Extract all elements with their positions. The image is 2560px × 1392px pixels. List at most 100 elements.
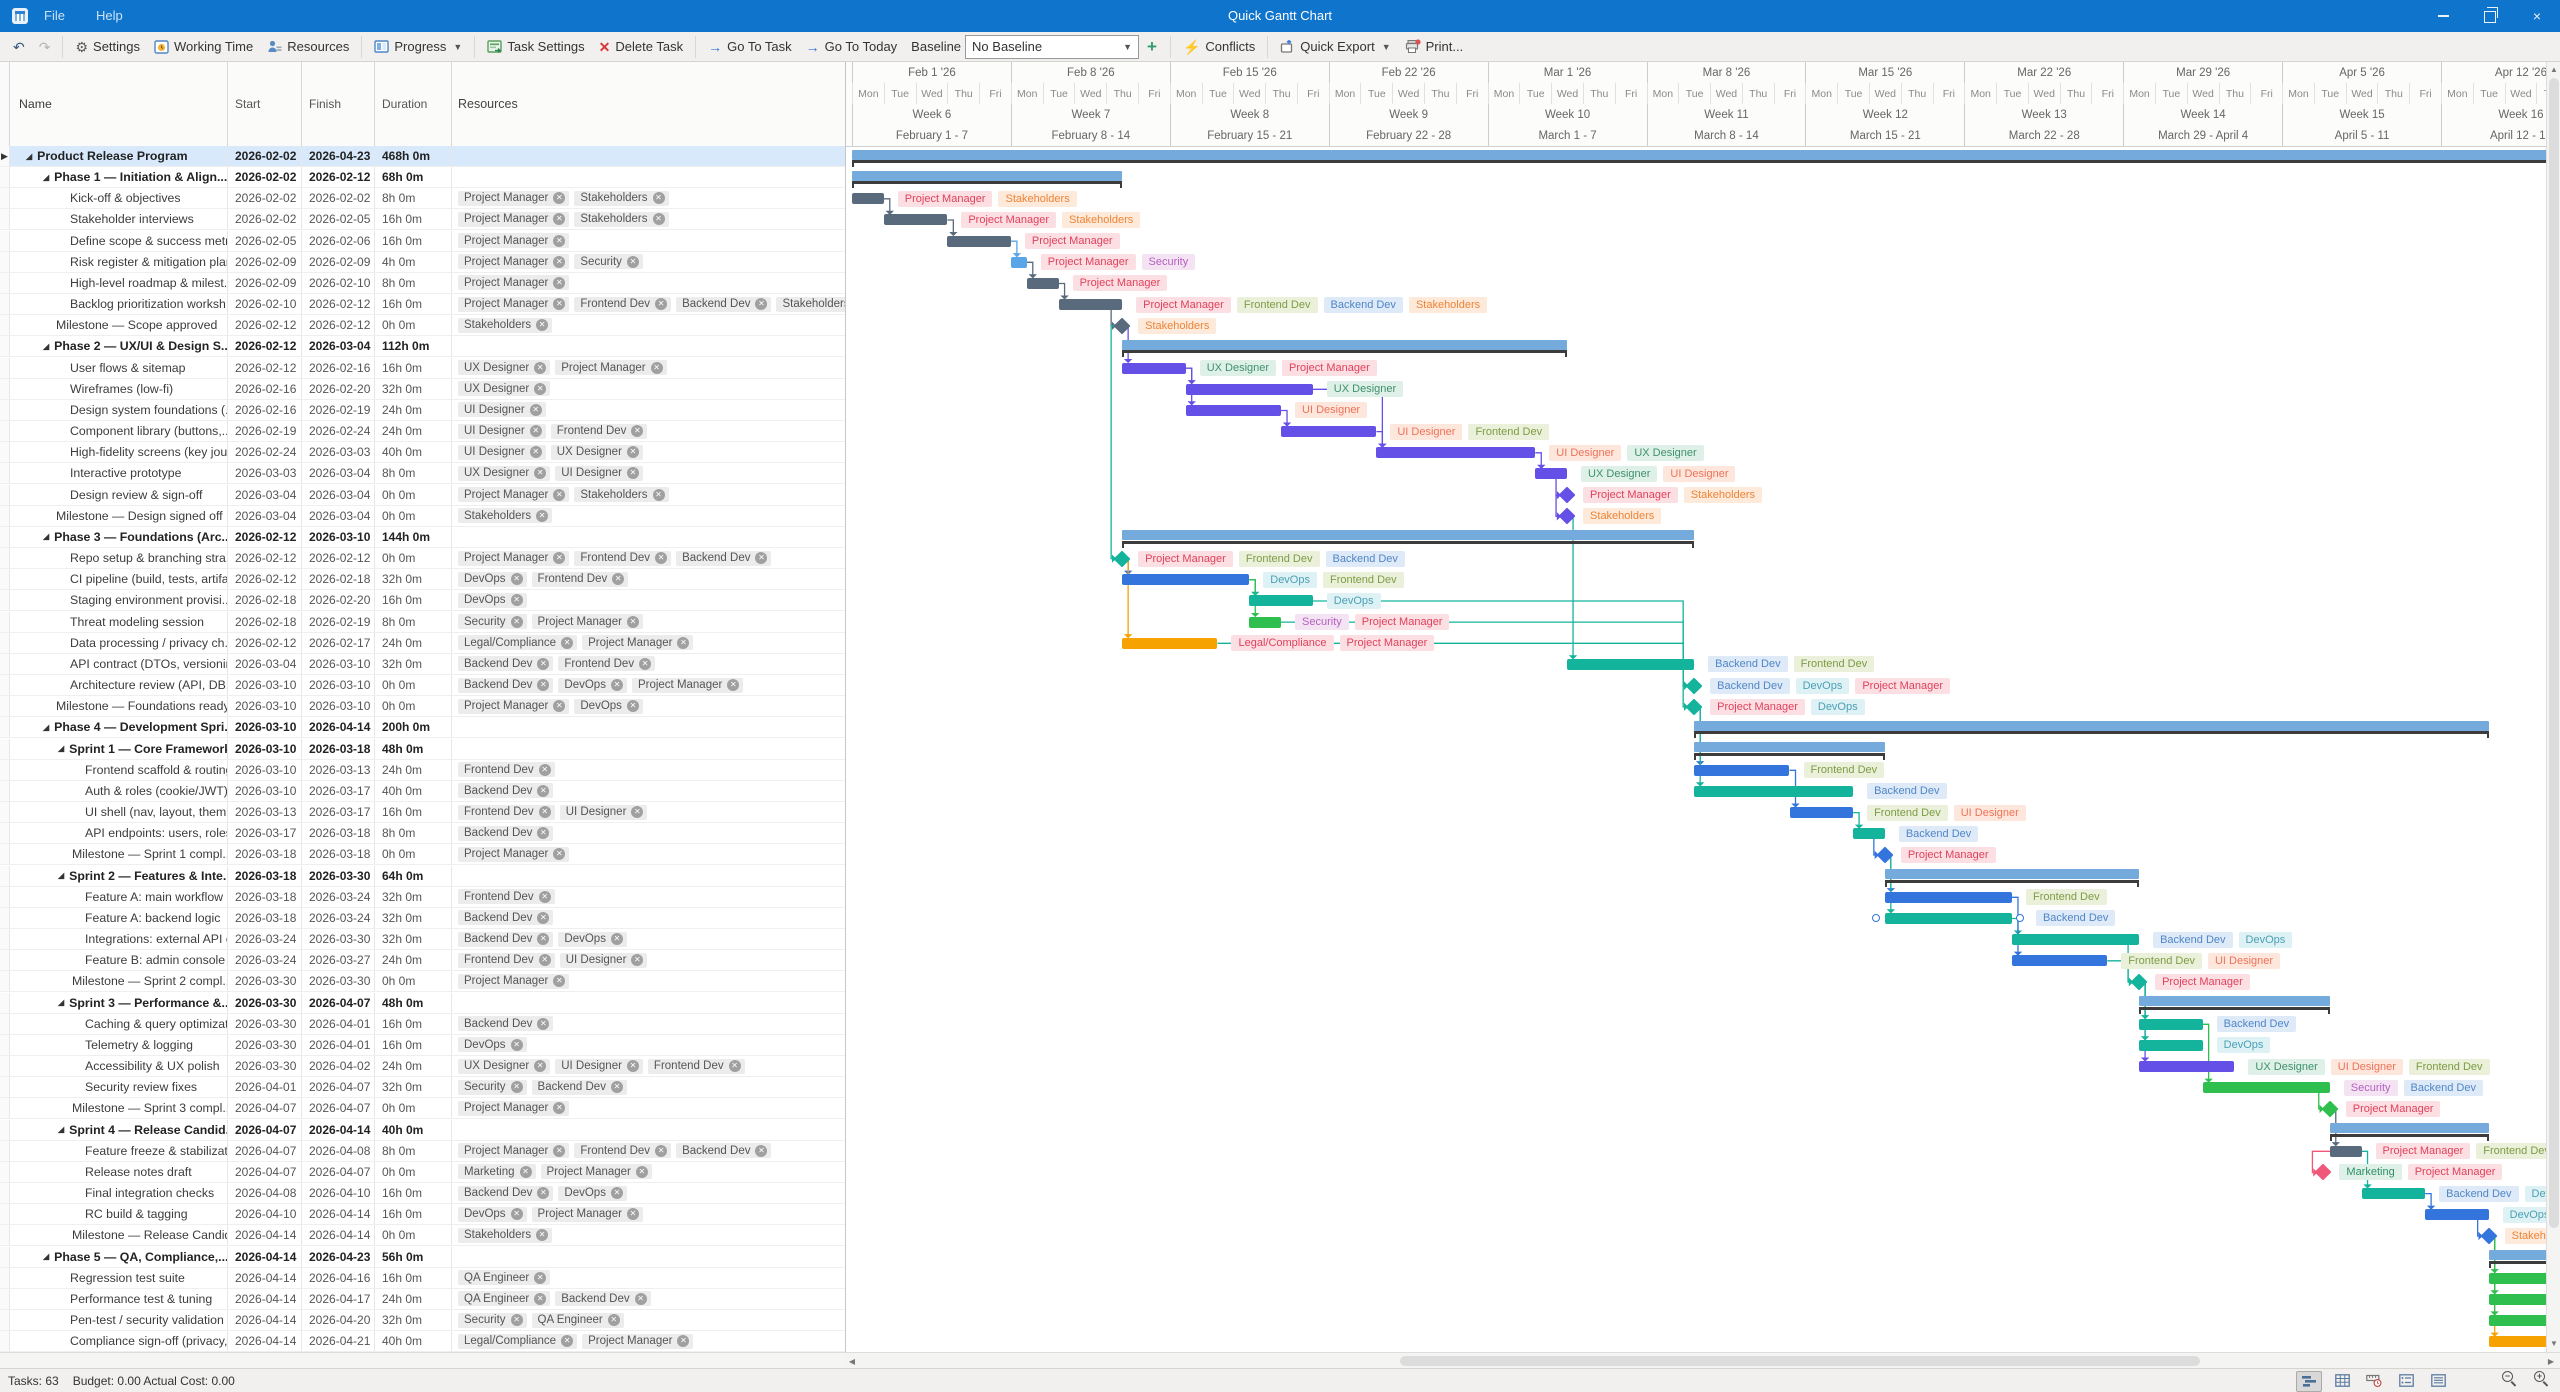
task-duration-cell[interactable]: 112h 0m	[375, 336, 452, 357]
collapse-arrow-icon[interactable]: ◢	[43, 341, 50, 351]
remove-resource-icon[interactable]: ✕	[755, 552, 768, 565]
remove-resource-icon[interactable]: ✕	[553, 975, 566, 988]
remove-resource-icon[interactable]: ✕	[652, 192, 665, 205]
task-finish-cell[interactable]: 2026-04-01	[302, 1013, 375, 1034]
task-name-cell[interactable]: Design review & sign-off	[10, 484, 228, 505]
task-finish-cell[interactable]: 2026-02-19	[302, 611, 375, 632]
task-start-cell[interactable]: 2026-03-04	[228, 505, 302, 526]
task-start-cell[interactable]: 2026-03-30	[228, 1034, 302, 1055]
remove-resource-icon[interactable]: ✕	[510, 1314, 523, 1327]
task-duration-cell[interactable]: 24h 0m	[375, 421, 452, 442]
remove-resource-icon[interactable]: ✕	[631, 806, 644, 819]
table-row[interactable]: ◢Phase 1 — Initiation & Align...2026-02-…	[0, 167, 845, 189]
task-finish-cell[interactable]: 2026-04-02	[302, 1056, 375, 1077]
task-start-cell[interactable]: 2026-03-04	[228, 653, 302, 674]
task-name-cell[interactable]: Milestone — Foundations ready	[10, 696, 228, 717]
working-time-view-button[interactable]	[2362, 1371, 2386, 1390]
task-start-cell[interactable]: 2026-02-24	[228, 442, 302, 463]
milestone-diamond[interactable]	[1113, 550, 1131, 568]
task-duration-cell[interactable]: 16h 0m	[375, 1204, 452, 1225]
task-bar[interactable]	[2488, 1336, 2547, 1348]
task-duration-cell[interactable]: 16h 0m	[375, 590, 452, 611]
task-name-cell[interactable]: Milestone — Release Candidate	[10, 1225, 228, 1246]
task-name-cell[interactable]: High-fidelity screens (key jou...	[10, 442, 228, 463]
task-finish-cell[interactable]: 2026-03-10	[302, 696, 375, 717]
milestone-diamond[interactable]	[1685, 677, 1703, 695]
task-duration-cell[interactable]: 32h 0m	[375, 569, 452, 590]
task-finish-cell[interactable]: 2026-02-12	[302, 294, 375, 315]
task-duration-cell[interactable]: 56h 0m	[375, 1246, 452, 1267]
list-view-button[interactable]	[2394, 1371, 2418, 1390]
task-bar[interactable]	[1058, 299, 1123, 311]
task-bar[interactable]	[2361, 1188, 2426, 1200]
task-bar[interactable]	[1010, 256, 1027, 268]
task-duration-cell[interactable]: 24h 0m	[375, 399, 452, 420]
go-to-today-button[interactable]: → Go To Today	[805, 38, 898, 55]
task-duration-cell[interactable]: 0h 0m	[375, 1098, 452, 1119]
milestone-diamond[interactable]	[1113, 317, 1131, 335]
collapse-arrow-icon[interactable]: ◢	[43, 172, 50, 182]
task-start-cell[interactable]: 2026-03-30	[228, 1013, 302, 1034]
remove-resource-icon[interactable]: ✕	[610, 1187, 623, 1200]
remove-resource-icon[interactable]: ✕	[626, 446, 639, 459]
task-finish-cell[interactable]: 2026-03-04	[302, 336, 375, 357]
task-duration-cell[interactable]: 32h 0m	[375, 929, 452, 950]
task-bar[interactable]	[2139, 1018, 2203, 1030]
task-name-cell[interactable]: Interactive prototype	[10, 463, 228, 484]
task-finish-cell[interactable]: 2026-04-08	[302, 1140, 375, 1161]
remove-resource-icon[interactable]: ✕	[553, 1102, 566, 1115]
task-name-cell[interactable]: User flows & sitemap	[10, 357, 228, 378]
table-row[interactable]: Staging environment provisi...2026-02-18…	[0, 590, 845, 612]
table-row[interactable]: Repo setup & branching stra...2026-02-12…	[0, 548, 845, 570]
task-duration-cell[interactable]: 32h 0m	[375, 378, 452, 399]
task-finish-cell[interactable]: 2026-04-07	[302, 992, 375, 1013]
task-finish-cell[interactable]: 2026-02-12	[302, 167, 375, 188]
milestone-diamond[interactable]	[2314, 1163, 2332, 1181]
task-duration-cell[interactable]: 40h 0m	[375, 780, 452, 801]
remove-resource-icon[interactable]: ✕	[536, 1229, 549, 1242]
task-start-cell[interactable]: 2026-03-13	[228, 802, 302, 823]
vertical-scroll-thumb[interactable]	[2549, 78, 2559, 1228]
task-finish-cell[interactable]: 2026-03-04	[302, 463, 375, 484]
task-duration-cell[interactable]: 144h 0m	[375, 526, 452, 547]
task-duration-cell[interactable]: 0h 0m	[375, 315, 452, 336]
task-start-cell[interactable]: 2026-02-16	[228, 378, 302, 399]
task-start-cell[interactable]: 2026-03-30	[228, 992, 302, 1013]
task-bar[interactable]	[2011, 934, 2140, 946]
remove-resource-icon[interactable]: ✕	[537, 911, 550, 924]
task-name-cell[interactable]: Kick-off & objectives	[10, 188, 228, 209]
task-finish-cell[interactable]: 2026-03-10	[302, 526, 375, 547]
column-header-name[interactable]: Name	[10, 62, 228, 146]
task-name-cell[interactable]: UI shell (nav, layout, themi...	[10, 802, 228, 823]
zoom-in-button[interactable]: +	[2534, 1371, 2550, 1387]
scroll-down-icon[interactable]: ▼	[2550, 1338, 2558, 1348]
remove-resource-icon[interactable]: ✕	[553, 234, 566, 247]
task-bar[interactable]	[1853, 828, 1885, 840]
collapse-arrow-icon[interactable]: ◢	[43, 1252, 50, 1262]
remove-resource-icon[interactable]: ✕	[537, 784, 550, 797]
remove-resource-icon[interactable]: ✕	[650, 361, 663, 374]
task-name-cell[interactable]: Telemetry & logging	[10, 1034, 228, 1055]
task-finish-cell[interactable]: 2026-03-24	[302, 886, 375, 907]
task-bar[interactable]	[1535, 468, 1568, 480]
table-row[interactable]: ◢Sprint 2 — Features & Inte...2026-03-18…	[0, 865, 845, 887]
task-start-cell[interactable]: 2026-03-24	[228, 929, 302, 950]
remove-resource-icon[interactable]: ✕	[534, 467, 547, 480]
task-name-cell[interactable]: Feature A: backend logic	[10, 907, 228, 928]
column-header-resources[interactable]: Resources	[458, 97, 518, 111]
task-duration-cell[interactable]: 48h 0m	[375, 738, 452, 759]
remove-resource-icon[interactable]: ✕	[655, 552, 668, 565]
task-duration-cell[interactable]: 32h 0m	[375, 1077, 452, 1098]
task-start-cell[interactable]: 2026-02-12	[228, 548, 302, 569]
task-duration-cell[interactable]: 0h 0m	[375, 675, 452, 696]
vertical-scrollbar[interactable]: ▲ ▼	[2546, 62, 2560, 1352]
task-finish-cell[interactable]: 2026-03-04	[302, 505, 375, 526]
remove-resource-icon[interactable]: ✕	[534, 382, 547, 395]
task-start-cell[interactable]: 2026-02-09	[228, 272, 302, 293]
remove-resource-icon[interactable]: ✕	[635, 1165, 648, 1178]
